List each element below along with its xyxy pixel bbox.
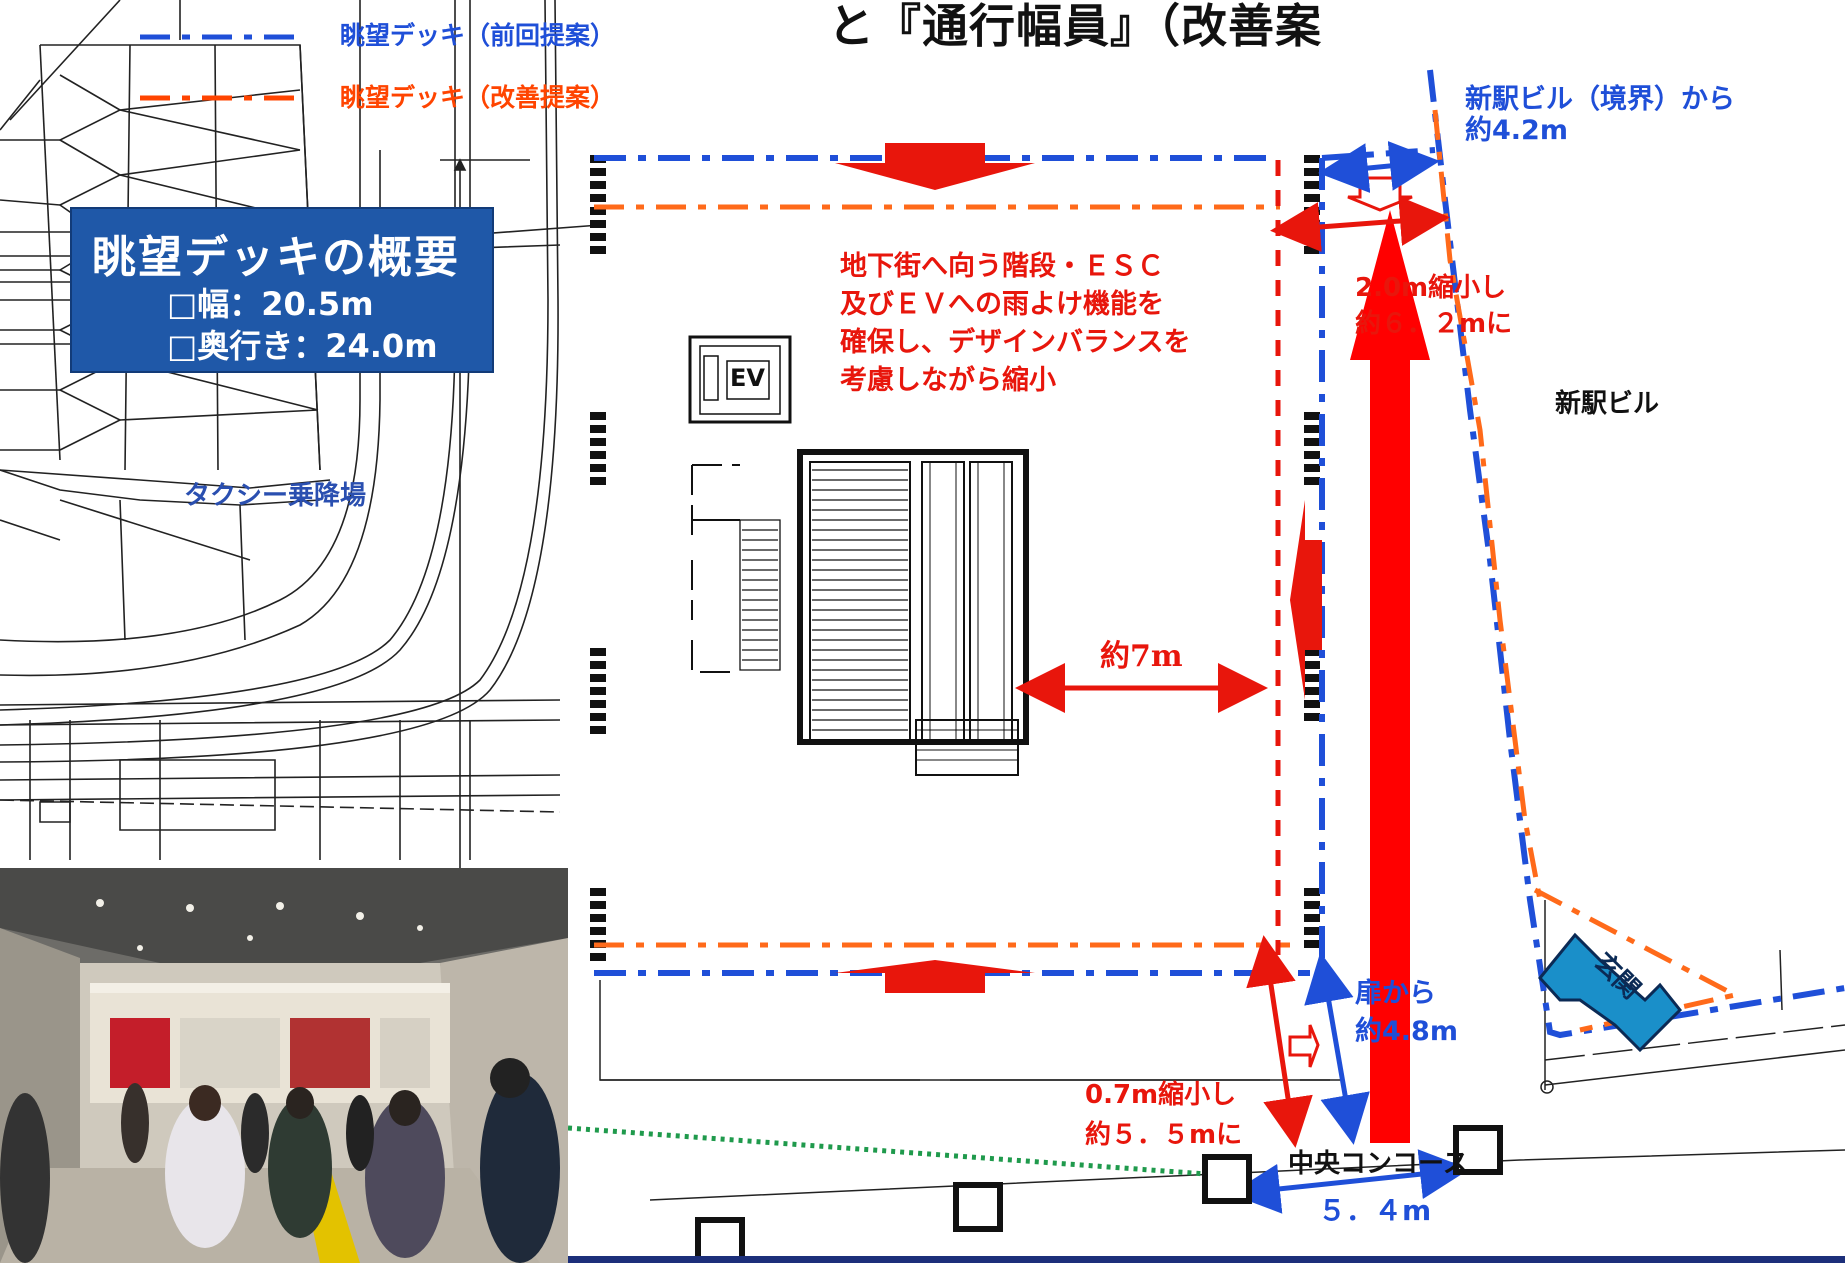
summary-depth: □奥行き：24.0m (167, 327, 438, 365)
arrow-side-shrink (1290, 500, 1322, 700)
arrow-bottom-shrink (835, 960, 1035, 993)
label-boundary: 新駅ビル（境界）から 約4.2m (1465, 84, 1735, 146)
concourse-photo (0, 868, 568, 1263)
dim-shrink-2-0 (1270, 196, 1450, 252)
legend-label-previous: 眺望デッキ（前回提案） (340, 21, 616, 50)
shrink2-line-2: 約６．２mに (1355, 309, 1513, 339)
stair-escalator-block (691, 449, 1029, 776)
taxi-label: タクシー乗降場 (184, 481, 367, 511)
note-line-3: 確保し、デザインバランスを (840, 327, 1191, 358)
boundary-line-1: 新駅ビル（境界）から (1465, 84, 1735, 115)
footer-bar (568, 1256, 1845, 1263)
shrink07-line-2: 約５．５mに (1085, 1120, 1243, 1150)
note-line-4: 考慮しながら縮小 (840, 365, 1056, 396)
summary-title: 眺望デッキの概要 (92, 232, 460, 283)
arrow-corridor (1350, 210, 1430, 1143)
structure-marks (590, 155, 1320, 961)
label-5-4m: ５．４m (1318, 1194, 1432, 1227)
door-line-1: 扉から (1355, 978, 1436, 1009)
shrink07-line-1: 0.7m縮小し (1085, 1080, 1237, 1110)
dim-5-4 (1230, 1149, 1470, 1214)
dim-door-4-8 (1304, 952, 1370, 1145)
boundary-line-2: 約4.2m (1465, 115, 1568, 147)
elevator-box (688, 335, 792, 424)
page-title: と『通行幅員』（改善案 (828, 0, 1322, 53)
outline-arrow-top (1347, 176, 1413, 212)
taxi-area-lines (0, 0, 601, 868)
note-line-1: 地下街へ向う階段・ＥＳＣ (840, 251, 1164, 282)
entrance-marker (1538, 932, 1683, 1053)
label-7m: 約7m (1100, 639, 1183, 674)
legend-label-improved: 眺望デッキ（改善提案） (340, 83, 616, 112)
previous-deck-outline (594, 69, 1845, 1039)
shrink2-line-1: 2.0m縮小し (1355, 273, 1507, 303)
label-concourse: 中央コンコース (1288, 1149, 1469, 1179)
note-text: 地下街へ向う階段・ＥＳＣ 及びＥＶへの雨よけ機能を 確保し、デザインバランスを … (840, 248, 1190, 400)
label-door: 扉から 約4.8m (1355, 975, 1458, 1051)
dim-boundary-4-2 (1318, 141, 1440, 193)
summary-width: □幅：20.5m (167, 285, 374, 323)
dim-shrink-0-7 (1246, 935, 1313, 1148)
ev-label: EV (730, 364, 765, 392)
arrow-top-shrink (835, 143, 1035, 190)
label-new-building: 新駅ビル (1555, 389, 1660, 419)
door-line-2: 約4.8m (1355, 1016, 1458, 1047)
note-line-2: 及びＥＶへの雨よけ機能を (840, 289, 1164, 320)
label-shrink-07: 0.7m縮小し 約５．５mに (1085, 1075, 1242, 1155)
photo-pointer (567, 1125, 1221, 1178)
deck-summary-box: 眺望デッキの概要 □幅：20.5m □奥行き：24.0m (70, 207, 494, 373)
concourse-photo-drawing (0, 868, 568, 1263)
outline-arrow-bottom (1288, 1024, 1320, 1068)
label-shrink-2: 2.0m縮小し 約６．２mに (1355, 270, 1512, 342)
column-squares (695, 1125, 1503, 1263)
concourse-lines (599, 900, 1845, 1201)
